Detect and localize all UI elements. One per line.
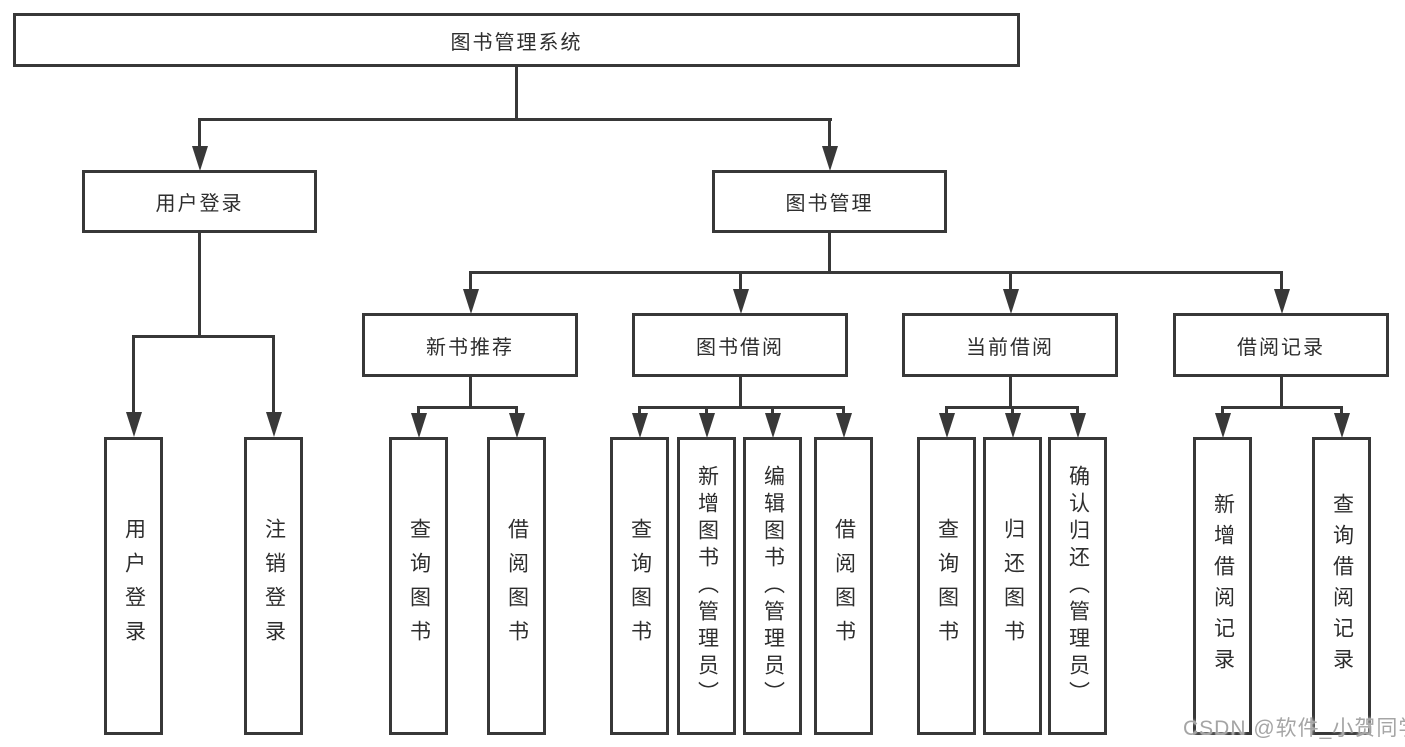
arrow-down-icon [733, 289, 749, 314]
connector [198, 118, 201, 150]
node-new-books: 新书推荐 [362, 313, 578, 377]
connector [638, 406, 844, 409]
leaf-borrow-books: 借阅图书 [814, 437, 873, 735]
leaf-add-books-admin: 新增图书（管理员） [677, 437, 736, 735]
connector [638, 406, 641, 416]
arrow-down-icon [463, 289, 479, 314]
leaf-query-books-current: 查询图书 [917, 437, 976, 735]
connector [1011, 406, 1014, 416]
node-root: 图书管理系统 [13, 13, 1020, 67]
connector [417, 406, 420, 416]
connector [705, 406, 708, 416]
leaf-add-borrow-record: 新增借阅记录 [1193, 437, 1252, 735]
connector [132, 335, 135, 415]
connector [739, 377, 742, 409]
connector [469, 271, 472, 292]
arrow-down-icon [192, 146, 208, 171]
connector [1280, 271, 1283, 292]
leaf-borrow-books-recommend: 借阅图书 [487, 437, 546, 735]
connector [945, 406, 948, 416]
arrow-down-icon [509, 413, 525, 438]
connector [771, 406, 774, 416]
arrow-down-icon [822, 146, 838, 171]
arrow-down-icon [699, 413, 715, 438]
arrow-down-icon [1274, 289, 1290, 314]
node-user-login-label: 用户登录 [155, 193, 244, 215]
node-book-mgmt-label: 图书管理 [785, 193, 874, 215]
node-current-borrow-label: 当前借阅 [966, 336, 1054, 359]
connector [842, 406, 845, 416]
connector [515, 67, 518, 121]
connector [828, 118, 831, 150]
node-current-borrow: 当前借阅 [902, 313, 1118, 377]
arrow-down-icon [126, 412, 142, 437]
connector [132, 335, 274, 338]
connector [1340, 406, 1343, 416]
leaf-query-books-recommend: 查询图书 [389, 437, 448, 735]
leaf-edit-books-admin: 编辑图书（管理员） [743, 437, 802, 735]
arrow-down-icon [836, 413, 852, 438]
connector [828, 233, 831, 274]
connector [1076, 406, 1079, 416]
connector [272, 335, 275, 415]
csdn-watermark: CSDN @软件_小贺同学 [1183, 717, 1405, 740]
connector [469, 377, 472, 409]
node-borrow-records-label: 借阅记录 [1237, 336, 1325, 359]
connector [1221, 406, 1342, 409]
connector [1009, 271, 1012, 292]
leaf-query-books-borrow: 查询图书 [610, 437, 669, 735]
connector [1221, 406, 1224, 416]
connector [515, 406, 518, 416]
connector [198, 118, 832, 121]
node-borrow-records: 借阅记录 [1173, 313, 1389, 377]
node-new-books-label: 新书推荐 [426, 336, 514, 359]
node-book-mgmt: 图书管理 [712, 170, 947, 233]
node-book-borrow-label: 图书借阅 [696, 336, 784, 359]
connector [1280, 377, 1283, 409]
leaf-return-books: 归还图书 [983, 437, 1042, 735]
arrow-down-icon [632, 413, 648, 438]
arrow-down-icon [1070, 413, 1086, 438]
arrow-down-icon [1005, 413, 1021, 438]
connector [469, 271, 1283, 274]
arrow-down-icon [1215, 413, 1231, 438]
node-root-label: 图书管理系统 [450, 31, 583, 54]
leaf-logout: 注销登录 [244, 437, 303, 735]
arrow-down-icon [765, 413, 781, 438]
connector [417, 406, 518, 409]
arrow-down-icon [939, 413, 955, 438]
connector [739, 271, 742, 292]
connector [198, 233, 201, 337]
arrow-down-icon [1334, 413, 1350, 438]
leaf-confirm-return-admin: 确认归还（管理员） [1048, 437, 1107, 735]
arrow-down-icon [411, 413, 427, 438]
arrow-down-icon [1003, 289, 1019, 314]
arrow-down-icon [266, 412, 282, 437]
leaf-query-borrow-record: 查询借阅记录 [1312, 437, 1371, 735]
connector [1009, 377, 1012, 409]
node-user-login: 用户登录 [82, 170, 317, 233]
leaf-user-login: 用户登录 [104, 437, 163, 735]
node-book-borrow: 图书借阅 [632, 313, 848, 377]
